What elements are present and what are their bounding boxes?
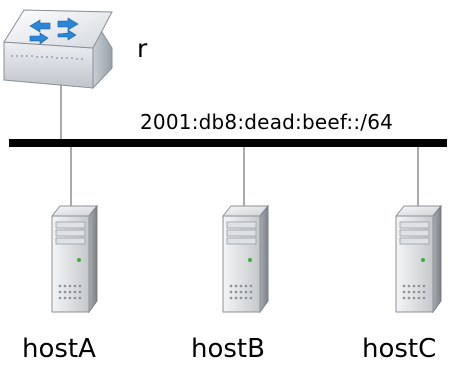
subnet-prefix-label: 2001:db8:dead:beef::/64 (140, 110, 394, 134)
hostC-label: hostC (362, 334, 437, 364)
hostA-label: hostA (22, 334, 96, 364)
hostA-server-icon (51, 205, 98, 313)
network-segment (9, 139, 447, 147)
router-icon (3, 9, 113, 90)
hostB-label: hostB (191, 334, 265, 364)
hostB-server-icon (222, 205, 269, 313)
router-label: r (137, 34, 148, 63)
hostC-server-icon (395, 205, 442, 313)
